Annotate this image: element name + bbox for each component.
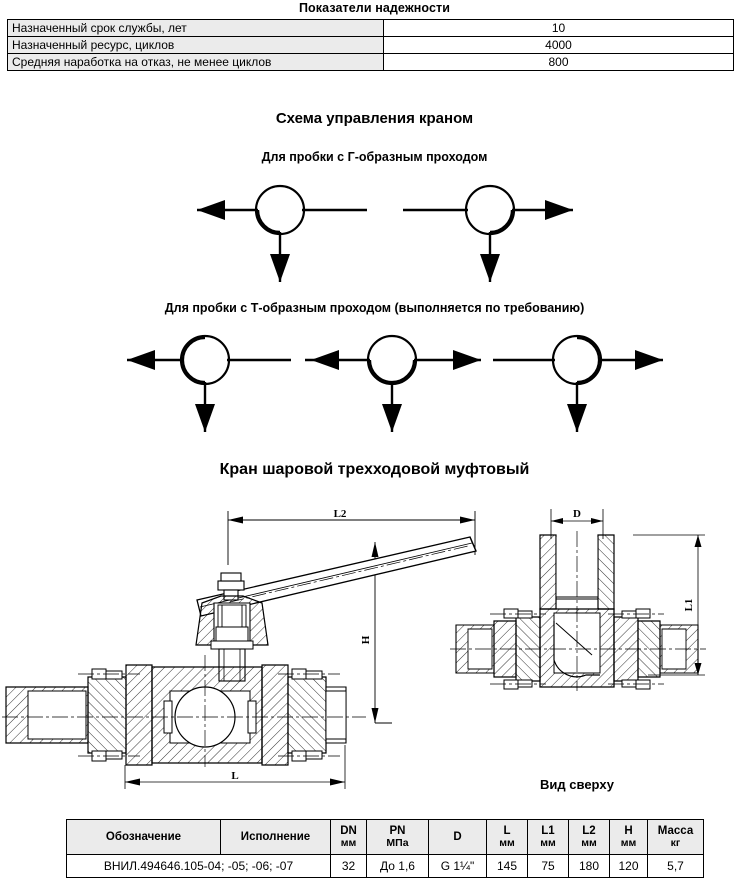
dimension-L2-label: L2 (334, 508, 347, 520)
spec-cell-dn: 32 (330, 854, 367, 878)
spec-header-d: D (428, 819, 487, 855)
spec-header-mass: Масса кг (647, 819, 704, 855)
spec-cell-l2: 180 (568, 854, 610, 878)
dimension-L1-label: L1 (683, 599, 695, 612)
reliability-table: Назначенный срок службы, лет 10 Назначен… (7, 19, 734, 71)
spec-cell-designation: ВНИЛ.494646.105-04; -05; -06; -07 (66, 854, 331, 878)
reliability-value: 800 (383, 53, 734, 71)
dimension-D-label: D (573, 508, 581, 520)
t-port-diagram-center (297, 328, 487, 438)
t-port-subtitle: Для пробки с Т-образным проходом (выполн… (164, 301, 585, 315)
spec-cell-h: 120 (609, 854, 648, 878)
dimension-L-label: L (231, 770, 238, 782)
t-port-diagram-right (487, 328, 677, 438)
table-row: Назначенный срок службы, лет 10 (7, 19, 734, 37)
table-row: ВНИЛ.494646.105-04; -05; -06; -07 32 До … (66, 854, 704, 878)
spec-header-execution: Исполнение (220, 819, 331, 855)
l-port-subtitle: Для пробки с Г-образным проходом (261, 150, 488, 164)
spec-cell-l: 145 (486, 854, 528, 878)
arrow-down-icon (382, 404, 402, 432)
arrow-down-icon (195, 404, 215, 432)
table-row: Назначенный ресурс, циклов 4000 (7, 36, 734, 54)
valve-drawing-title: Кран шаровой трехходовой муфтовый (219, 461, 530, 478)
table-row: Средняя наработка на отказ, не менее цик… (7, 53, 734, 71)
t-port-diagram-left (115, 328, 295, 438)
arrow-down-icon (270, 254, 290, 282)
arrow-right-icon (545, 200, 573, 220)
spec-cell-l1: 75 (527, 854, 569, 878)
arrow-right-icon (453, 350, 481, 370)
reliability-value: 4000 (383, 36, 734, 54)
spec-cell-pn: До 1,6 (366, 854, 429, 878)
reliability-value: 10 (383, 19, 734, 37)
arrow-left-icon (197, 200, 225, 220)
spec-header-h: H мм (609, 819, 648, 855)
spec-header-l2: L2 мм (568, 819, 610, 855)
arrow-down-icon (567, 404, 587, 432)
control-scheme-title: Схема управления краном (275, 110, 474, 127)
arrow-left-icon (311, 350, 339, 370)
reliability-table-title: Показатели надежности (298, 1, 451, 15)
arrow-right-icon (635, 350, 663, 370)
arrow-down-icon (480, 254, 500, 282)
reliability-label: Назначенный ресурс, циклов (7, 36, 384, 54)
arrow-left-icon (127, 350, 155, 370)
spec-cell-mass: 5,7 (647, 854, 704, 878)
spec-header-l: L мм (486, 819, 528, 855)
l-port-diagram-right (395, 178, 585, 288)
spec-header-row: Обозначение Исполнение DN мм PN МПа D L … (66, 819, 704, 855)
top-view-label: Вид сверху (540, 777, 615, 792)
spec-header-pn: PN МПа (366, 819, 429, 855)
reliability-label: Назначенный срок службы, лет (7, 19, 384, 37)
spec-header-dn: DN мм (330, 819, 367, 855)
reliability-label: Средняя наработка на отказ, не менее цик… (7, 53, 384, 71)
spec-cell-d: G 1¼" (428, 854, 487, 878)
l-port-diagram-left (185, 178, 375, 288)
spec-header-designation: Обозначение (66, 819, 221, 855)
dimension-H-label: H (360, 635, 372, 644)
valve-technical-drawing: L2 H (0, 495, 749, 805)
spec-header-l1: L1 мм (527, 819, 569, 855)
specification-table: Обозначение Исполнение DN мм PN МПа D L … (66, 819, 704, 878)
